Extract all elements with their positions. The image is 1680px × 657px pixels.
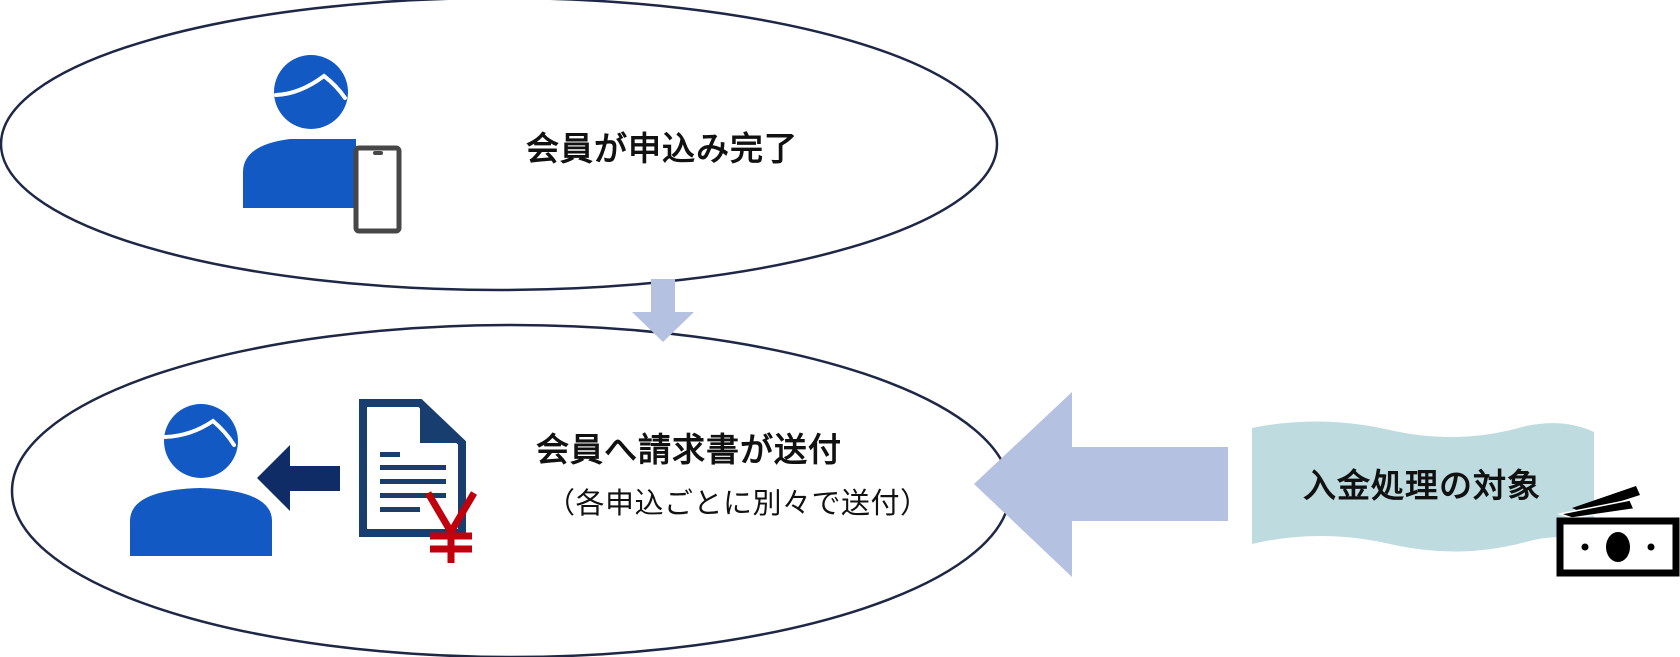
- step1-ellipse: [0, 0, 999, 292]
- step2-note: （各申込ごとに別々で送付）: [546, 486, 930, 520]
- send-arrow-icon: [257, 445, 340, 511]
- left-arrow-icon: [974, 392, 1228, 577]
- cash-bills-icon: [1556, 486, 1680, 577]
- member-with-smartphone-icon: [243, 55, 402, 234]
- member-icon: [130, 404, 272, 556]
- payment-banner: [1252, 421, 1594, 552]
- step1-label: 会員が申込み完了: [526, 129, 798, 168]
- invoice-yen-icon: [359, 399, 478, 563]
- down-arrow-icon: [632, 279, 694, 342]
- step2-label: 会員へ請求書が送付: [536, 430, 842, 469]
- yen-symbol-icon: [424, 491, 478, 563]
- payment-label: 入金処理の対象: [1303, 466, 1541, 505]
